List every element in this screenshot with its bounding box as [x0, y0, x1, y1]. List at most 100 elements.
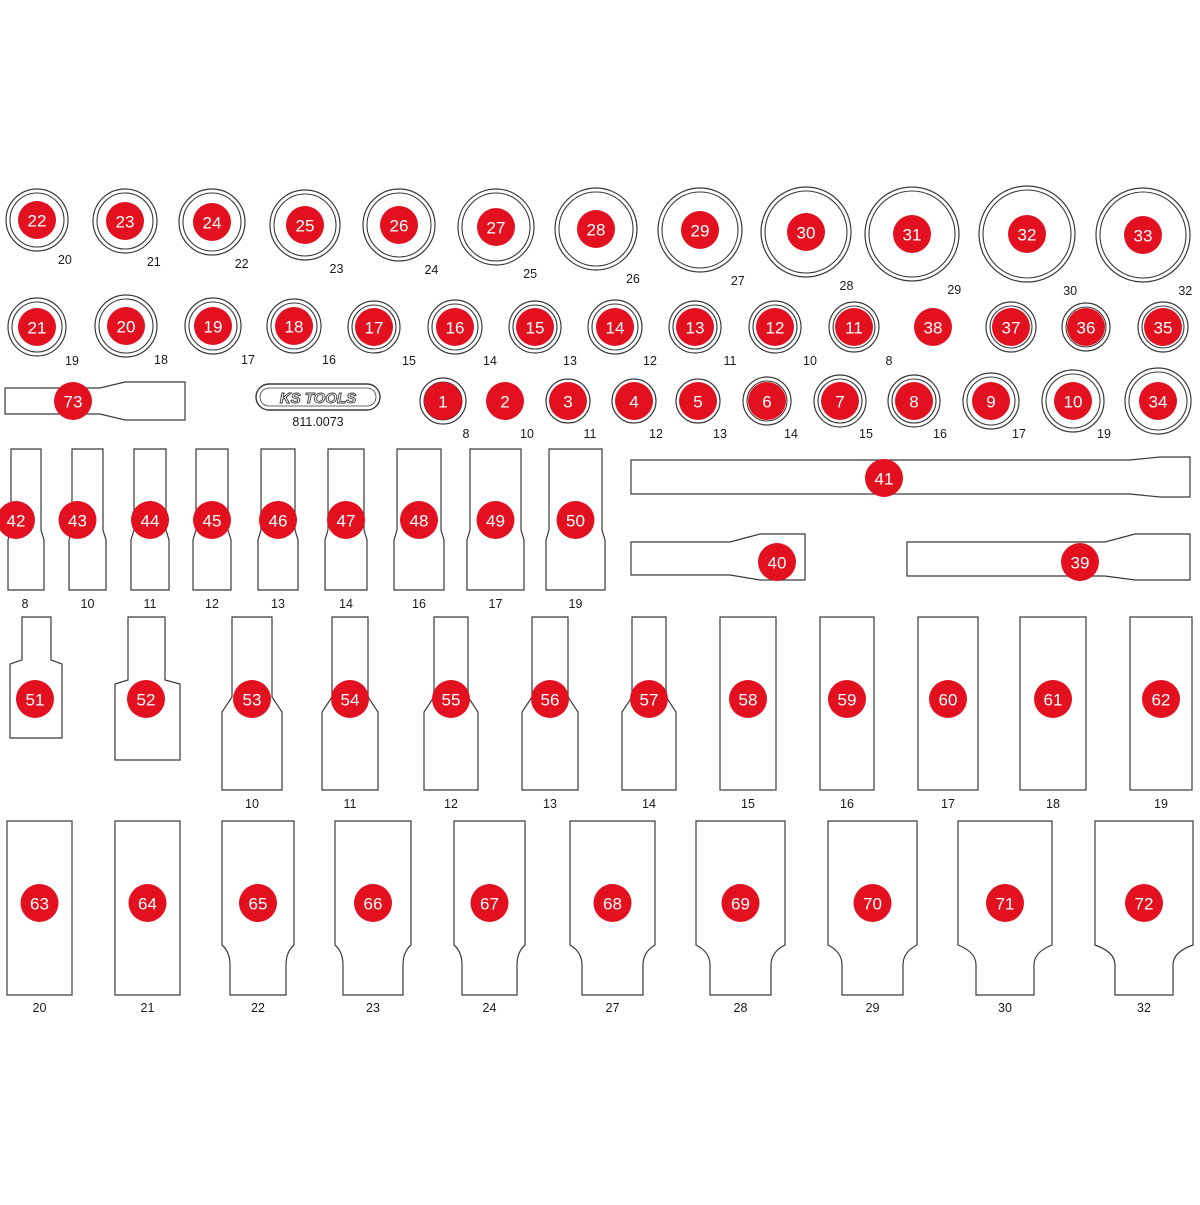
position-number: 61	[1044, 691, 1063, 710]
position-number: 47	[337, 512, 356, 531]
size-label: 21	[141, 1001, 155, 1015]
position-badge	[1034, 680, 1072, 718]
size-label: 18	[154, 353, 168, 367]
position-number: 27	[487, 219, 506, 238]
position-badge	[1008, 215, 1046, 253]
position-number: 7	[835, 393, 844, 412]
size-label: 32	[1178, 284, 1192, 298]
position-badge	[470, 884, 509, 922]
position-number: 31	[903, 226, 922, 245]
position-badge	[436, 308, 474, 346]
size-label: 23	[366, 1001, 380, 1015]
size-label: 10	[803, 354, 817, 368]
position-number: 48	[410, 512, 429, 531]
size-label: 17	[489, 597, 503, 611]
size-label: 12	[643, 354, 657, 368]
position-badge	[1124, 216, 1162, 254]
position-badge	[748, 382, 786, 420]
position-badge	[400, 501, 438, 539]
position-badge	[327, 501, 365, 539]
socket-slot: 36	[1061, 302, 1111, 352]
position-number: 30	[797, 224, 816, 243]
position-number: 41	[875, 470, 894, 489]
socket-slot: 35	[1137, 301, 1189, 353]
position-badge	[1054, 382, 1092, 420]
position-number: 12	[766, 319, 785, 338]
position-badge	[239, 884, 277, 922]
size-label: 20	[58, 253, 72, 267]
position-number: 43	[68, 512, 87, 531]
position-badge	[1144, 308, 1182, 346]
position-number: 37	[1002, 319, 1021, 338]
position-badge	[865, 459, 903, 497]
size-label: 14	[642, 797, 656, 811]
position-badge	[58, 501, 97, 539]
position-badge	[758, 543, 796, 581]
position-number: 22	[28, 212, 47, 231]
position-number: 18	[285, 318, 304, 337]
socket-slot: 614	[742, 376, 798, 441]
size-label: 8	[22, 597, 29, 611]
deep-socket-slot: 70 29	[827, 820, 918, 1015]
size-label: 24	[424, 263, 438, 277]
size-label: 27	[606, 1001, 620, 1015]
size-label: 20	[33, 1001, 47, 1015]
position-badge	[194, 307, 232, 345]
position-number: 15	[526, 319, 545, 338]
size-label: 29	[866, 1001, 880, 1015]
position-number: 36	[1077, 319, 1096, 338]
position-number: 16	[446, 319, 465, 338]
position-badge	[259, 501, 297, 539]
size-label: 14	[784, 427, 798, 441]
socket-slot: 412	[611, 378, 663, 441]
socket-slot: 38	[914, 308, 952, 346]
position-badge	[127, 680, 165, 718]
position-number: 42	[7, 512, 26, 531]
size-label: 13	[713, 427, 727, 441]
position-badge	[721, 884, 760, 922]
position-number: 63	[30, 895, 49, 914]
socket-slot: 816	[887, 374, 947, 441]
size-label: 16	[840, 797, 854, 811]
position-badge	[18, 201, 56, 239]
extension-bar-slot: 40	[630, 533, 806, 581]
position-badge	[193, 203, 231, 241]
position-badge	[679, 382, 717, 420]
position-badge	[1061, 543, 1099, 581]
size-label: 23	[330, 262, 344, 276]
size-label: 15	[741, 797, 755, 811]
position-badge	[681, 211, 719, 249]
position-badge	[929, 680, 967, 718]
position-number: 72	[1135, 895, 1154, 914]
size-label: 28	[734, 1001, 748, 1015]
size-label: 12	[649, 427, 663, 441]
position-number: 54	[341, 691, 360, 710]
position-number: 62	[1152, 691, 1171, 710]
position-number: 67	[480, 895, 499, 914]
position-badge	[676, 308, 714, 346]
position-badge	[593, 884, 632, 922]
position-number: 11	[845, 319, 863, 338]
position-badge	[1125, 884, 1163, 922]
position-badge	[615, 382, 653, 420]
position-number: 70	[863, 895, 882, 914]
position-number: 26	[390, 217, 409, 236]
position-badge	[914, 308, 952, 346]
socket-slot: 311	[545, 378, 597, 441]
position-number: 28	[587, 221, 606, 240]
